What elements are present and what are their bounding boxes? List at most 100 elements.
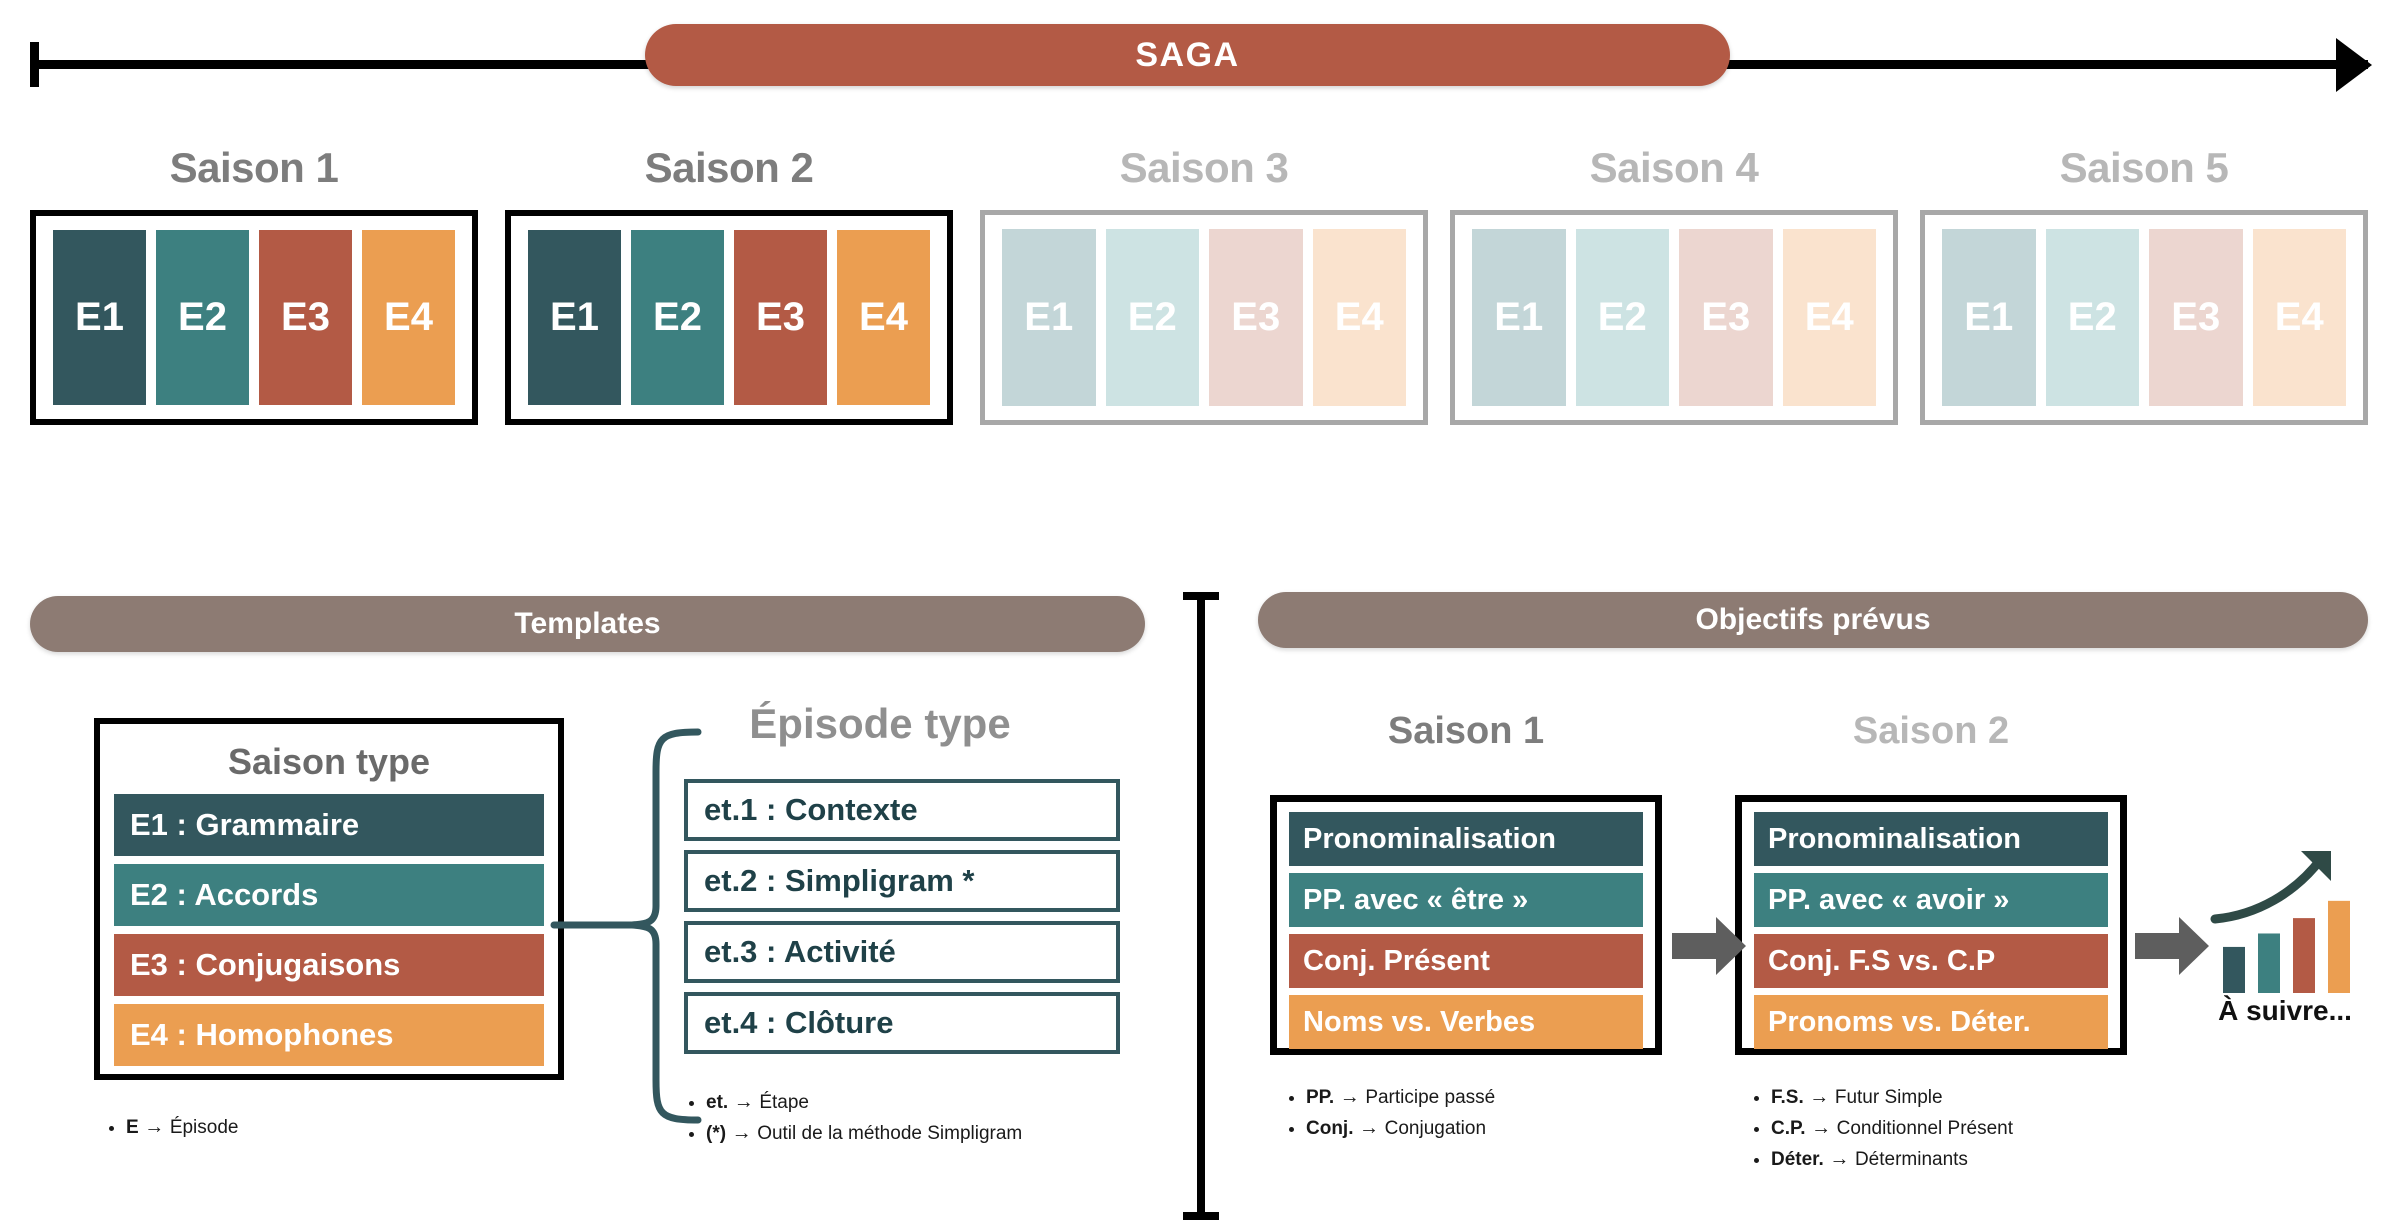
episode-type-title: Épisode type xyxy=(749,700,1011,747)
episode-chip-2[interactable]: E2 xyxy=(631,230,724,405)
saga-banner: SAGA xyxy=(645,24,1730,86)
legend-term: PP. xyxy=(1306,1087,1335,1108)
episode-type-row-4[interactable]: et.4 : Clôture xyxy=(684,992,1120,1054)
episode-chip-2[interactable]: E2 xyxy=(2045,229,2139,406)
objectifs-legend-1-item-1: PP. → Participe passé xyxy=(1306,1085,1495,1110)
legend-term: E xyxy=(126,1117,139,1138)
objectifs-banner: Objectifs prévus xyxy=(1258,592,2368,648)
legend-arrow-icon: → xyxy=(138,1116,170,1138)
objectif-row-1[interactable]: Pronominalisation xyxy=(1289,812,1643,866)
growth-chart-icon xyxy=(2205,845,2365,995)
legend-definition: Conjugation xyxy=(1384,1118,1487,1139)
episode-chip-2[interactable]: E2 xyxy=(156,230,249,405)
episode-chip-3[interactable]: E3 xyxy=(1679,229,1773,406)
legend-definition: Épisode xyxy=(169,1117,239,1138)
episode-chip-4[interactable]: E4 xyxy=(362,230,455,405)
legend-term: Conj. xyxy=(1306,1118,1354,1139)
legend-term: (*) xyxy=(706,1123,727,1144)
episode-chip-1[interactable]: E1 xyxy=(53,230,146,405)
legend-term: F.S. xyxy=(1771,1087,1804,1108)
episode-chip-4[interactable]: E4 xyxy=(1782,229,1876,406)
objectif-row-4[interactable]: Pronoms vs. Déter. xyxy=(1754,995,2108,1049)
templates-banner-label: Templates xyxy=(514,607,661,640)
episode-type-list: et.1 : Contexte et.2 : Simpligram * et.3 :… xyxy=(684,779,1120,1063)
episode-chip-3[interactable]: E3 xyxy=(2149,229,2243,406)
saison-type-title: Saison type xyxy=(227,741,431,782)
legend-arrow-icon: → xyxy=(1805,1117,1837,1139)
episode-type-row-1[interactable]: et.1 : Contexte xyxy=(684,779,1120,841)
episode-type-legend-item-1: et. → Étape xyxy=(706,1090,1022,1115)
legend-definition: Participe passé xyxy=(1365,1087,1496,1108)
panel-divider xyxy=(1197,592,1205,1220)
objectifs-banner-label: Objectifs prévus xyxy=(1695,603,1931,636)
episode-chip-1[interactable]: E1 xyxy=(528,230,621,405)
objectifs-column-title-2: Saison 2 xyxy=(1852,710,2010,752)
objectif-row-3[interactable]: Conj. F.S vs. C.P xyxy=(1754,934,2108,988)
episode-chip-1[interactable]: E1 xyxy=(1942,229,2036,406)
episode-chip-1[interactable]: E1 xyxy=(1002,229,1096,406)
episode-chip-1[interactable]: E1 xyxy=(1472,229,1566,406)
objectifs-legend-2-item-2: C.P. → Conditionnel Présent xyxy=(1771,1116,2013,1141)
episode-chip-3[interactable]: E3 xyxy=(734,230,827,405)
legend-arrow-icon: → xyxy=(1803,1086,1835,1108)
episode-chip-4[interactable]: E4 xyxy=(1312,229,1406,406)
episode-type-row-2[interactable]: et.2 : Simpligram * xyxy=(684,850,1120,912)
episode-chip-4[interactable]: E4 xyxy=(837,230,930,405)
arrow-right-icon-1 xyxy=(1672,915,1746,977)
legend-arrow-icon: → xyxy=(726,1122,758,1144)
season-title: Saison 3 xyxy=(1119,144,1289,191)
objectifs-column-title-1: Saison 1 xyxy=(1387,710,1545,752)
legend-term: C.P. xyxy=(1771,1118,1806,1139)
divider-bottom-cap xyxy=(1183,1212,1219,1220)
legend-definition: Outil de la méthode Simpligram xyxy=(757,1123,1023,1144)
episode-type-row-3[interactable]: et.3 : Activité xyxy=(684,921,1120,983)
legend-arrow-icon: → xyxy=(1823,1148,1855,1170)
legend-arrow-icon: → xyxy=(1334,1086,1366,1108)
legend-definition: Futur Simple xyxy=(1834,1087,1943,1108)
season-title: Saison 4 xyxy=(1589,144,1759,191)
timeline-arrow-icon xyxy=(2336,38,2372,92)
saison-type-row-3[interactable]: E3 : Conjugaisons xyxy=(114,934,544,996)
objectif-row-3[interactable]: Conj. Présent xyxy=(1289,934,1643,988)
objectifs-legend-1: PP. → Participe passéConj. → Conjugation xyxy=(1280,1085,1495,1147)
saison-type-legend: E → Épisode xyxy=(100,1115,238,1146)
legend-term: Déter. xyxy=(1771,1149,1824,1170)
season-title: Saison 1 xyxy=(169,144,339,191)
saison-type-row-1[interactable]: E1 : Grammaire xyxy=(114,794,544,856)
objectifs-legend-2-item-3: Déter. → Déterminants xyxy=(1771,1147,2013,1172)
saison-type-row-4[interactable]: E4 : Homophones xyxy=(114,1004,544,1066)
episode-type-legend: et. → Étape (*) → Outil de la méthode Sim… xyxy=(680,1090,1022,1152)
brace-connector xyxy=(548,726,708,1126)
episode-chip-3[interactable]: E3 xyxy=(1209,229,1303,406)
objectif-row-2[interactable]: PP. avec « avoir » xyxy=(1754,873,2108,927)
objectif-row-4[interactable]: Noms vs. Verbes xyxy=(1289,995,1643,1049)
objectif-row-2[interactable]: PP. avec « être » xyxy=(1289,873,1643,927)
episode-chip-2[interactable]: E2 xyxy=(1575,229,1669,406)
saison-type-legend-item-1: E → Épisode xyxy=(126,1115,238,1140)
legend-arrow-icon: → xyxy=(728,1091,760,1113)
objectifs-legend-1-item-2: Conj. → Conjugation xyxy=(1306,1116,1495,1141)
a-suivre-label: À suivre... xyxy=(2218,995,2352,1026)
objectif-row-1[interactable]: Pronominalisation xyxy=(1754,812,2108,866)
legend-definition: Étape xyxy=(759,1092,809,1113)
objectifs-legend-2-item-1: F.S. → Futur Simple xyxy=(1771,1085,2013,1110)
episode-chip-3[interactable]: E3 xyxy=(259,230,352,405)
legend-term: et. xyxy=(706,1092,729,1113)
saison-type-row-2[interactable]: E2 : Accords xyxy=(114,864,544,926)
episode-type-legend-item-2: (*) → Outil de la méthode Simpligram xyxy=(706,1121,1022,1146)
episode-chip-2[interactable]: E2 xyxy=(1105,229,1199,406)
episode-chip-4[interactable]: E4 xyxy=(2252,229,2346,406)
objectifs-legend-2: F.S. → Futur SimpleC.P. → Conditionnel P… xyxy=(1745,1085,2013,1178)
